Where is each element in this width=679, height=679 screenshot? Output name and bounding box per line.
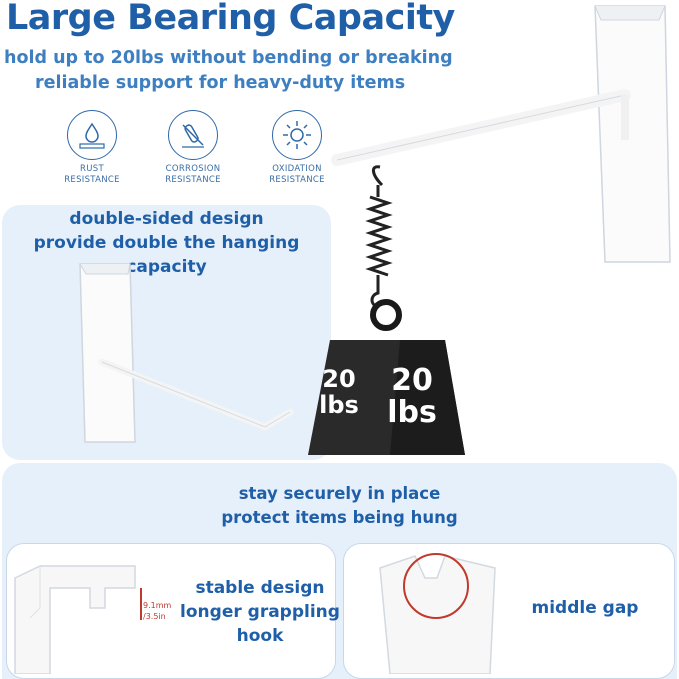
secure-caption: stay securely in place protect items bei… bbox=[0, 482, 679, 530]
dimension-text: 9.1mm /3.5in bbox=[143, 600, 171, 622]
dimension-in: /3.5in bbox=[143, 612, 166, 621]
small-hook-illustration bbox=[79, 263, 294, 443]
subtitle-line-1: hold up to 20lbs without bending or brea… bbox=[4, 48, 453, 68]
spring-weight-illustration bbox=[308, 165, 465, 455]
stable-line3: hook bbox=[236, 626, 284, 646]
weight-right-number: 20 bbox=[391, 363, 433, 398]
feature-rust: RUST RESISTANCE bbox=[59, 110, 125, 186]
test-tube-crossed-icon bbox=[168, 110, 218, 160]
hook-gap-closeup bbox=[379, 553, 496, 674]
weight-left-number: 20 bbox=[322, 365, 356, 393]
page-title: Large Bearing Capacity bbox=[6, 0, 455, 38]
double-sided-line1: double-sided design bbox=[69, 209, 264, 229]
secure-line1: stay securely in place bbox=[238, 484, 441, 503]
feature-label-line2: RESISTANCE bbox=[269, 175, 325, 185]
water-drop-pipe-icon bbox=[67, 110, 117, 160]
dimension-marker bbox=[140, 588, 142, 620]
weight-right-unit: lbs bbox=[387, 395, 437, 430]
stable-design-caption: stable design longer grappling hook bbox=[180, 576, 340, 648]
stable-line2: longer grappling bbox=[180, 602, 340, 622]
weight-label-left: 20 lbs bbox=[319, 366, 359, 418]
middle-gap-caption: middle gap bbox=[531, 598, 639, 618]
hook-top-closeup bbox=[14, 565, 136, 674]
feature-label-line1: OXIDATION bbox=[272, 164, 322, 174]
stable-line1: stable design bbox=[195, 578, 325, 598]
double-sided-caption: double-sided design provide double the h… bbox=[2, 207, 331, 279]
feature-label-line1: CORROSION bbox=[165, 164, 221, 174]
dimension-mm: 9.1mm bbox=[143, 601, 172, 610]
feature-label-line1: RUST bbox=[80, 164, 104, 174]
weight-label-right: 20 lbs bbox=[384, 365, 440, 429]
feature-oxidation: OXIDATION RESISTANCE bbox=[264, 110, 330, 186]
subtitle-line-2: reliable support for heavy-duty items bbox=[35, 73, 406, 93]
feature-corrosion: CORROSION RESISTANCE bbox=[160, 110, 226, 186]
feature-label-line2: RESISTANCE bbox=[165, 175, 221, 185]
weight-left-unit: lbs bbox=[319, 391, 359, 419]
feature-label-line2: RESISTANCE bbox=[64, 175, 120, 185]
secure-line2: protect items being hung bbox=[221, 508, 458, 527]
double-sided-line2: provide double the hanging capacity bbox=[33, 233, 300, 277]
sun-icon bbox=[272, 110, 322, 160]
large-hook-illustration bbox=[331, 5, 671, 263]
